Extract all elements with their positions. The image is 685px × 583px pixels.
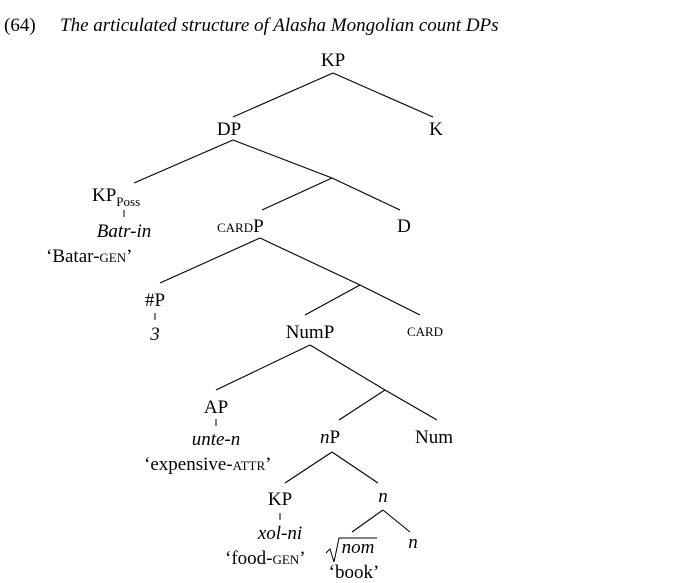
node-d: D (397, 216, 411, 237)
branch-bar-nump (304, 284, 361, 316)
gloss-batar-gen: ‘Batar-gen’ (46, 246, 132, 267)
example-title: The articulated structure of Alasha Mong… (60, 15, 499, 36)
node-np-n: n (320, 427, 330, 448)
gloss-batar-main: ‘Batar- (46, 246, 99, 267)
node-kp-root: KP (321, 50, 345, 71)
branch-cardp-hashp (159, 237, 261, 284)
word-unte-n: unte-n (192, 429, 241, 450)
gloss-food-end: ’ (299, 548, 305, 569)
branch-bar-card (359, 284, 421, 316)
branch-bar-num (384, 389, 438, 421)
branch-np-kp (284, 451, 333, 484)
node-np-p: P (330, 427, 341, 448)
word-xol-ni: xol-ni (257, 523, 302, 544)
gloss-expensive-end: ’ (265, 454, 271, 475)
branch-dp-kpposs (133, 139, 234, 184)
node-k: K (429, 119, 443, 140)
node-np: nP (320, 427, 340, 448)
node-kp-poss-main: KP (92, 185, 116, 206)
gloss-food-gen: ‘food-gen’ (225, 548, 306, 569)
gloss-food-sc: gen (272, 552, 299, 567)
branch-kp-k (332, 72, 434, 118)
node-cardp-p: P (253, 216, 264, 237)
branch-bar-cardp (261, 177, 333, 211)
branch-n-n (382, 509, 411, 533)
node-hash-p: #P (145, 290, 165, 311)
tree-nodes: KP DP K KPPoss cardP D #P NumP card AP n… (92, 50, 453, 553)
node-n-lower: n (408, 532, 418, 553)
node-card: card (407, 324, 443, 339)
node-cardp-card: card (217, 220, 253, 235)
root-radical (325, 537, 377, 563)
node-ap: AP (204, 397, 228, 418)
gloss-food-main: ‘food- (225, 548, 272, 569)
node-num: Num (415, 427, 453, 448)
branch-nump-ap (215, 344, 311, 391)
node-n-upper: n (378, 486, 388, 507)
gloss-expensive-sc: attr (233, 458, 266, 473)
node-cardp: cardP (217, 216, 264, 237)
branch-bar-np (338, 389, 386, 421)
gloss-expensive-attr: ‘expensive-attr’ (144, 454, 271, 475)
gloss-book: ‘book’ (329, 562, 380, 583)
gloss-batar-sc: gen (99, 250, 126, 265)
branch-n-root (351, 509, 384, 533)
node-dp: DP (217, 119, 241, 140)
tree-branches (123, 72, 438, 563)
branch-cardp-bar (259, 237, 361, 286)
node-kp-poss-subscript: Poss (116, 194, 140, 209)
example-number: (64) (4, 15, 36, 36)
branch-nump-bar (309, 344, 386, 391)
word-nom: nom (342, 537, 375, 558)
gloss-expensive-main: ‘expensive- (144, 454, 233, 475)
node-nump: NumP (286, 322, 335, 343)
branch-bar-d (331, 177, 401, 211)
tree-glosses: Batr-in ‘Batar-gen’ 3 unte-n ‘expensive-… (46, 221, 379, 583)
word-three: 3 (149, 324, 160, 345)
node-kp-food: KP (268, 489, 292, 510)
word-batr-in: Batr-in (97, 221, 152, 242)
branch-kp-dp (232, 72, 334, 118)
branch-dp-bar (232, 139, 333, 179)
branch-np-n (331, 451, 379, 484)
node-kp-poss: KPPoss (92, 185, 140, 209)
gloss-batar-end: ’ (126, 246, 132, 267)
